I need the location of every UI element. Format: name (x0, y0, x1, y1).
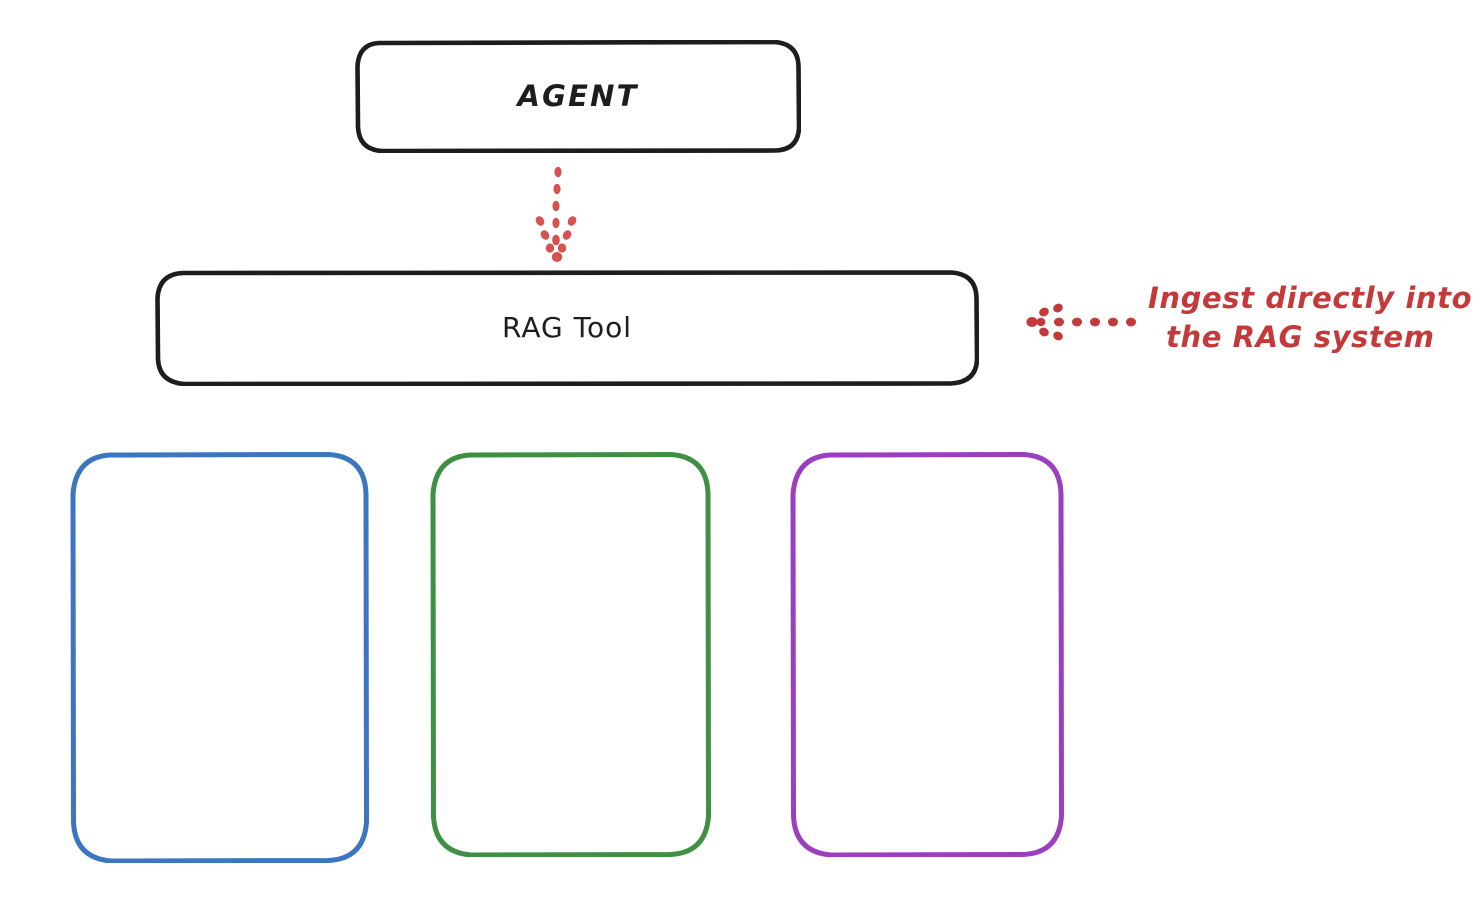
node-relational-io-label: RelationalIO (insert_sql, query_sql) SQL… (846, 572, 1008, 736)
annotation-ingest: Ingest directly into the RAG system (1148, 279, 1478, 357)
node-agent-label: AGENT (517, 78, 639, 113)
dotted-arrow-left-icon (1026, 303, 1136, 341)
annotation-ingest-line1: Ingest directly into (1148, 281, 1473, 315)
node-key-value-io-label: KeyValueIO (set_key, delete_key, get) Ke… (458, 569, 683, 739)
node-agent[interactable]: AGENT (355, 40, 801, 153)
node-vector-io-label: VectorIO (insert_chunks, delete_chunks, … (113, 554, 326, 759)
dotted-arrow-down-icon (535, 166, 577, 262)
node-rag-tool-label: RAG Tool (502, 311, 632, 345)
node-vector-io[interactable]: VectorIO (insert_chunks, delete_chunks, … (70, 452, 369, 863)
node-rag-tool[interactable]: RAG Tool (155, 270, 979, 386)
node-key-value-io[interactable]: KeyValueIO (set_key, delete_key, get) Ke… (430, 452, 711, 857)
node-relational-io[interactable]: RelationalIO (insert_sql, query_sql) SQL… (790, 452, 1064, 857)
annotation-ingest-line2: the RAG system (1166, 320, 1435, 355)
